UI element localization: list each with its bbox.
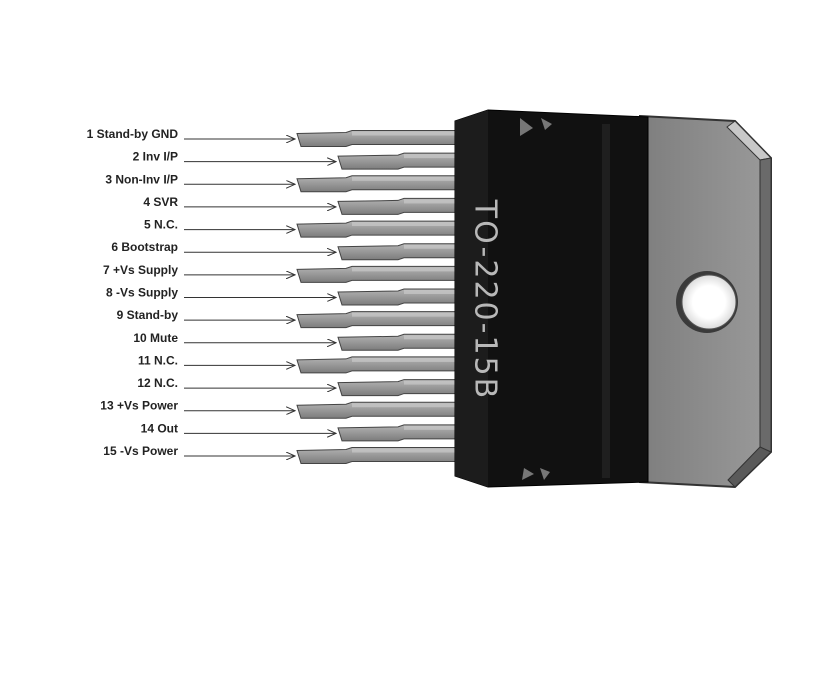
package-label: TO-220-15B	[468, 199, 503, 400]
pin-8-label: 8 -Vs Supply	[106, 286, 178, 300]
pin-5-label: 5 N.C.	[144, 218, 178, 232]
pin-8-lead	[337, 288, 457, 306]
pin-4-label: 4 SVR	[143, 195, 178, 209]
pin-14-lead	[337, 424, 457, 442]
pin-7-lead	[296, 265, 457, 283]
pin-15-label: 15 -Vs Power	[103, 444, 178, 458]
pin-9-label: 9 Stand-by	[117, 308, 179, 322]
pin-3-label: 3 Non-Inv I/P	[105, 172, 178, 186]
pin-10-label: 10 Mute	[133, 331, 178, 345]
pin-15-lead	[296, 447, 457, 464]
pin-3-lead	[296, 175, 457, 193]
pin-14-label: 14 Out	[141, 421, 178, 435]
mold-notch	[540, 468, 550, 480]
package-body	[454, 109, 649, 488]
pin-13-label: 13 +Vs Power	[100, 399, 178, 413]
pin-11-label: 11 N.C.	[138, 353, 178, 367]
mold-notch	[522, 468, 534, 480]
pin-9-lead	[296, 311, 457, 329]
mold-notch	[520, 118, 533, 136]
pin-13-lead	[296, 401, 457, 419]
mounting-hole	[676, 271, 738, 333]
pins	[296, 130, 457, 464]
pin-1-lead	[296, 130, 457, 147]
pin-labels: 1 Stand-by GND 2 Inv I/P 3 Non-Inv I/P 4 SV…	[87, 127, 336, 458]
pin-6-lead	[337, 243, 457, 261]
pin-5-lead	[296, 220, 457, 238]
pin-7-label: 7 +Vs Supply	[103, 263, 178, 277]
pin-6-label: 6 Bootstrap	[111, 240, 178, 254]
pin-2-lead	[337, 152, 457, 170]
pin-12-label: 12 N.C.	[137, 376, 178, 390]
pin-4-lead	[337, 197, 457, 215]
pin-1-label: 1 Stand-by GND	[87, 127, 179, 141]
pin-11-lead	[296, 356, 457, 374]
pin-12-lead	[337, 379, 457, 397]
pin-10-lead	[337, 333, 457, 351]
mold-notch	[541, 118, 552, 130]
pin-2-label: 2 Inv I/P	[133, 150, 178, 164]
heatsink-tab	[639, 114, 773, 489]
